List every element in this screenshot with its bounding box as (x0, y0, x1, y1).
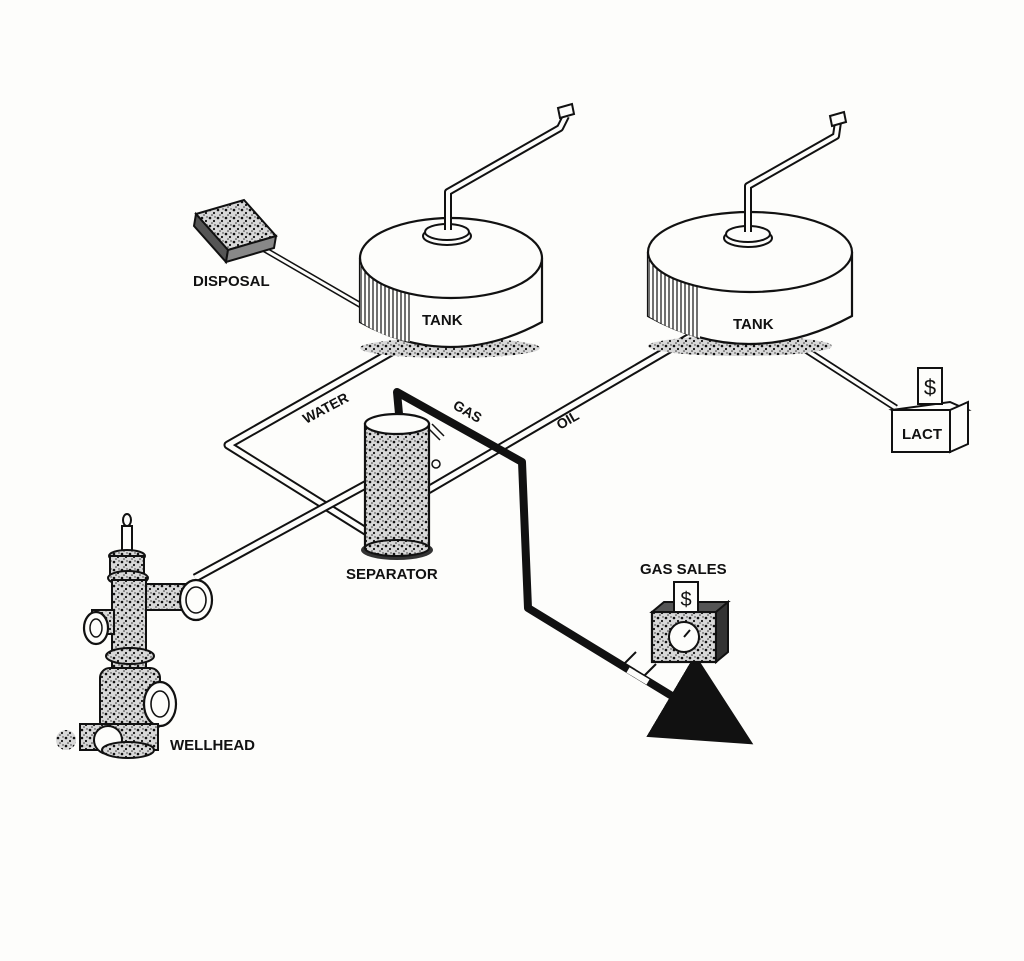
tank-left (358, 102, 576, 358)
label-disposal: DISPOSAL (193, 273, 270, 290)
wellhead-assembly (56, 513, 214, 759)
disposal-box (192, 198, 278, 265)
label-gas-sales: GAS SALES (640, 561, 727, 578)
tank-right (646, 110, 854, 356)
lact-pipe (804, 347, 898, 411)
gas-sales-meter (649, 581, 731, 665)
lact-unit (888, 367, 972, 454)
wellhead-pipe (192, 474, 381, 582)
label-wellhead: WELLHEAD (170, 737, 255, 754)
label-tank-left: TANK (422, 312, 463, 329)
label-tank-right: TANK (733, 316, 774, 333)
disposal-pipe (260, 245, 364, 309)
separator-vessel (361, 412, 445, 560)
oil-pipe (425, 333, 693, 494)
dollar-gas: $ (680, 589, 691, 611)
dollar-lact: $ (924, 375, 936, 400)
gas-pipe (393, 388, 754, 745)
label-separator: SEPARATOR (346, 566, 438, 583)
label-lact: LACT (902, 426, 942, 443)
